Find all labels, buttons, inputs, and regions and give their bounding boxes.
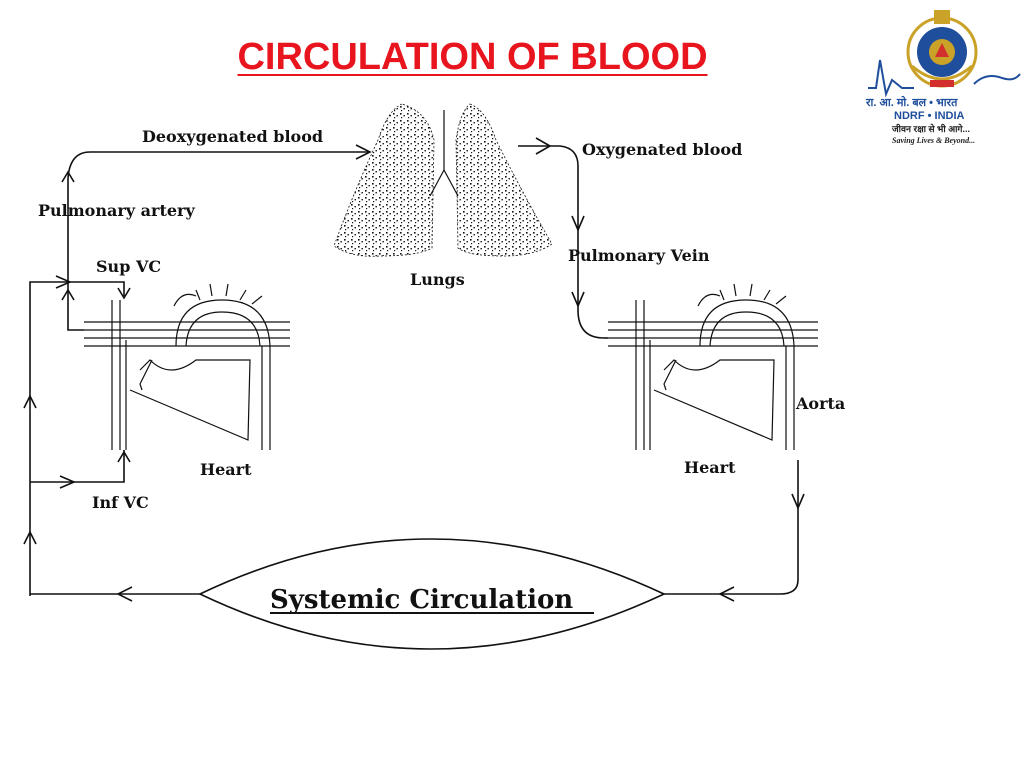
inf-vc-label: Inf VC bbox=[92, 493, 149, 512]
arrow-right-icon bbox=[55, 275, 73, 289]
deoxygenated-label: Deoxygenated blood bbox=[142, 127, 323, 146]
arrow-up-icon bbox=[23, 394, 37, 409]
arrow-down-icon bbox=[571, 215, 585, 233]
pulse-icon bbox=[868, 59, 914, 98]
arrow-right-icon bbox=[59, 475, 77, 489]
arrow-up-icon bbox=[61, 288, 75, 301]
arrow-to-lungs-icon bbox=[355, 144, 372, 160]
lungs-graphic bbox=[333, 103, 553, 257]
sup-vc-path bbox=[29, 281, 125, 596]
systemic-label: Systemic Circulation bbox=[270, 585, 573, 615]
emblem-icon bbox=[906, 10, 978, 88]
aorta-path bbox=[664, 460, 799, 595]
pulmonary-vein-label: Pulmonary Vein bbox=[568, 246, 710, 265]
arrow-up-icon bbox=[61, 170, 75, 183]
arrow-down-icon bbox=[791, 493, 805, 511]
heart-left-graphic bbox=[84, 283, 290, 450]
ndrf-logo: रा. आ. मो. बल • भारत NDRF • INDIA जीवन र… bbox=[865, 10, 1022, 145]
arrow-up-icon bbox=[23, 530, 37, 545]
inf-vc-path bbox=[30, 450, 125, 483]
heart-right-label: Heart bbox=[684, 458, 736, 477]
heart-right-graphic bbox=[608, 283, 818, 450]
lungs-label: Lungs bbox=[410, 270, 465, 289]
heart-left-label: Heart bbox=[200, 460, 252, 479]
arrow-left-icon bbox=[116, 586, 133, 602]
arrow-left-icon bbox=[718, 586, 735, 602]
logo-motto: Saving Lives & Beyond... bbox=[892, 136, 975, 145]
systemic-circulation-shape bbox=[198, 538, 666, 650]
wave-icon bbox=[973, 73, 1021, 85]
arrow-down-icon bbox=[571, 291, 585, 309]
logo-hindi-motto: जीवन रक्षा से भी आगे... bbox=[891, 123, 970, 134]
sup-vc-label: Sup VC bbox=[96, 257, 161, 276]
aorta-label: Aorta bbox=[795, 394, 845, 413]
slide-title: CIRCULATION OF BLOOD bbox=[237, 36, 708, 78]
arrow-inf-vc-icon bbox=[117, 450, 131, 463]
arrow-oxygenated-icon bbox=[535, 137, 552, 155]
logo-org: NDRF • INDIA bbox=[894, 110, 965, 122]
pulmonary-vein-path bbox=[518, 145, 605, 339]
pulmonary-artery-label: Pulmonary artery bbox=[38, 201, 195, 220]
logo-hindi-line: रा. आ. मो. बल • भारत bbox=[865, 95, 958, 109]
arrow-sup-vc-icon bbox=[117, 287, 131, 300]
oxygenated-label: Oxygenated blood bbox=[582, 140, 742, 159]
pulmonary-artery-path bbox=[67, 151, 368, 300]
pulmonary-artery-connector bbox=[67, 300, 84, 331]
